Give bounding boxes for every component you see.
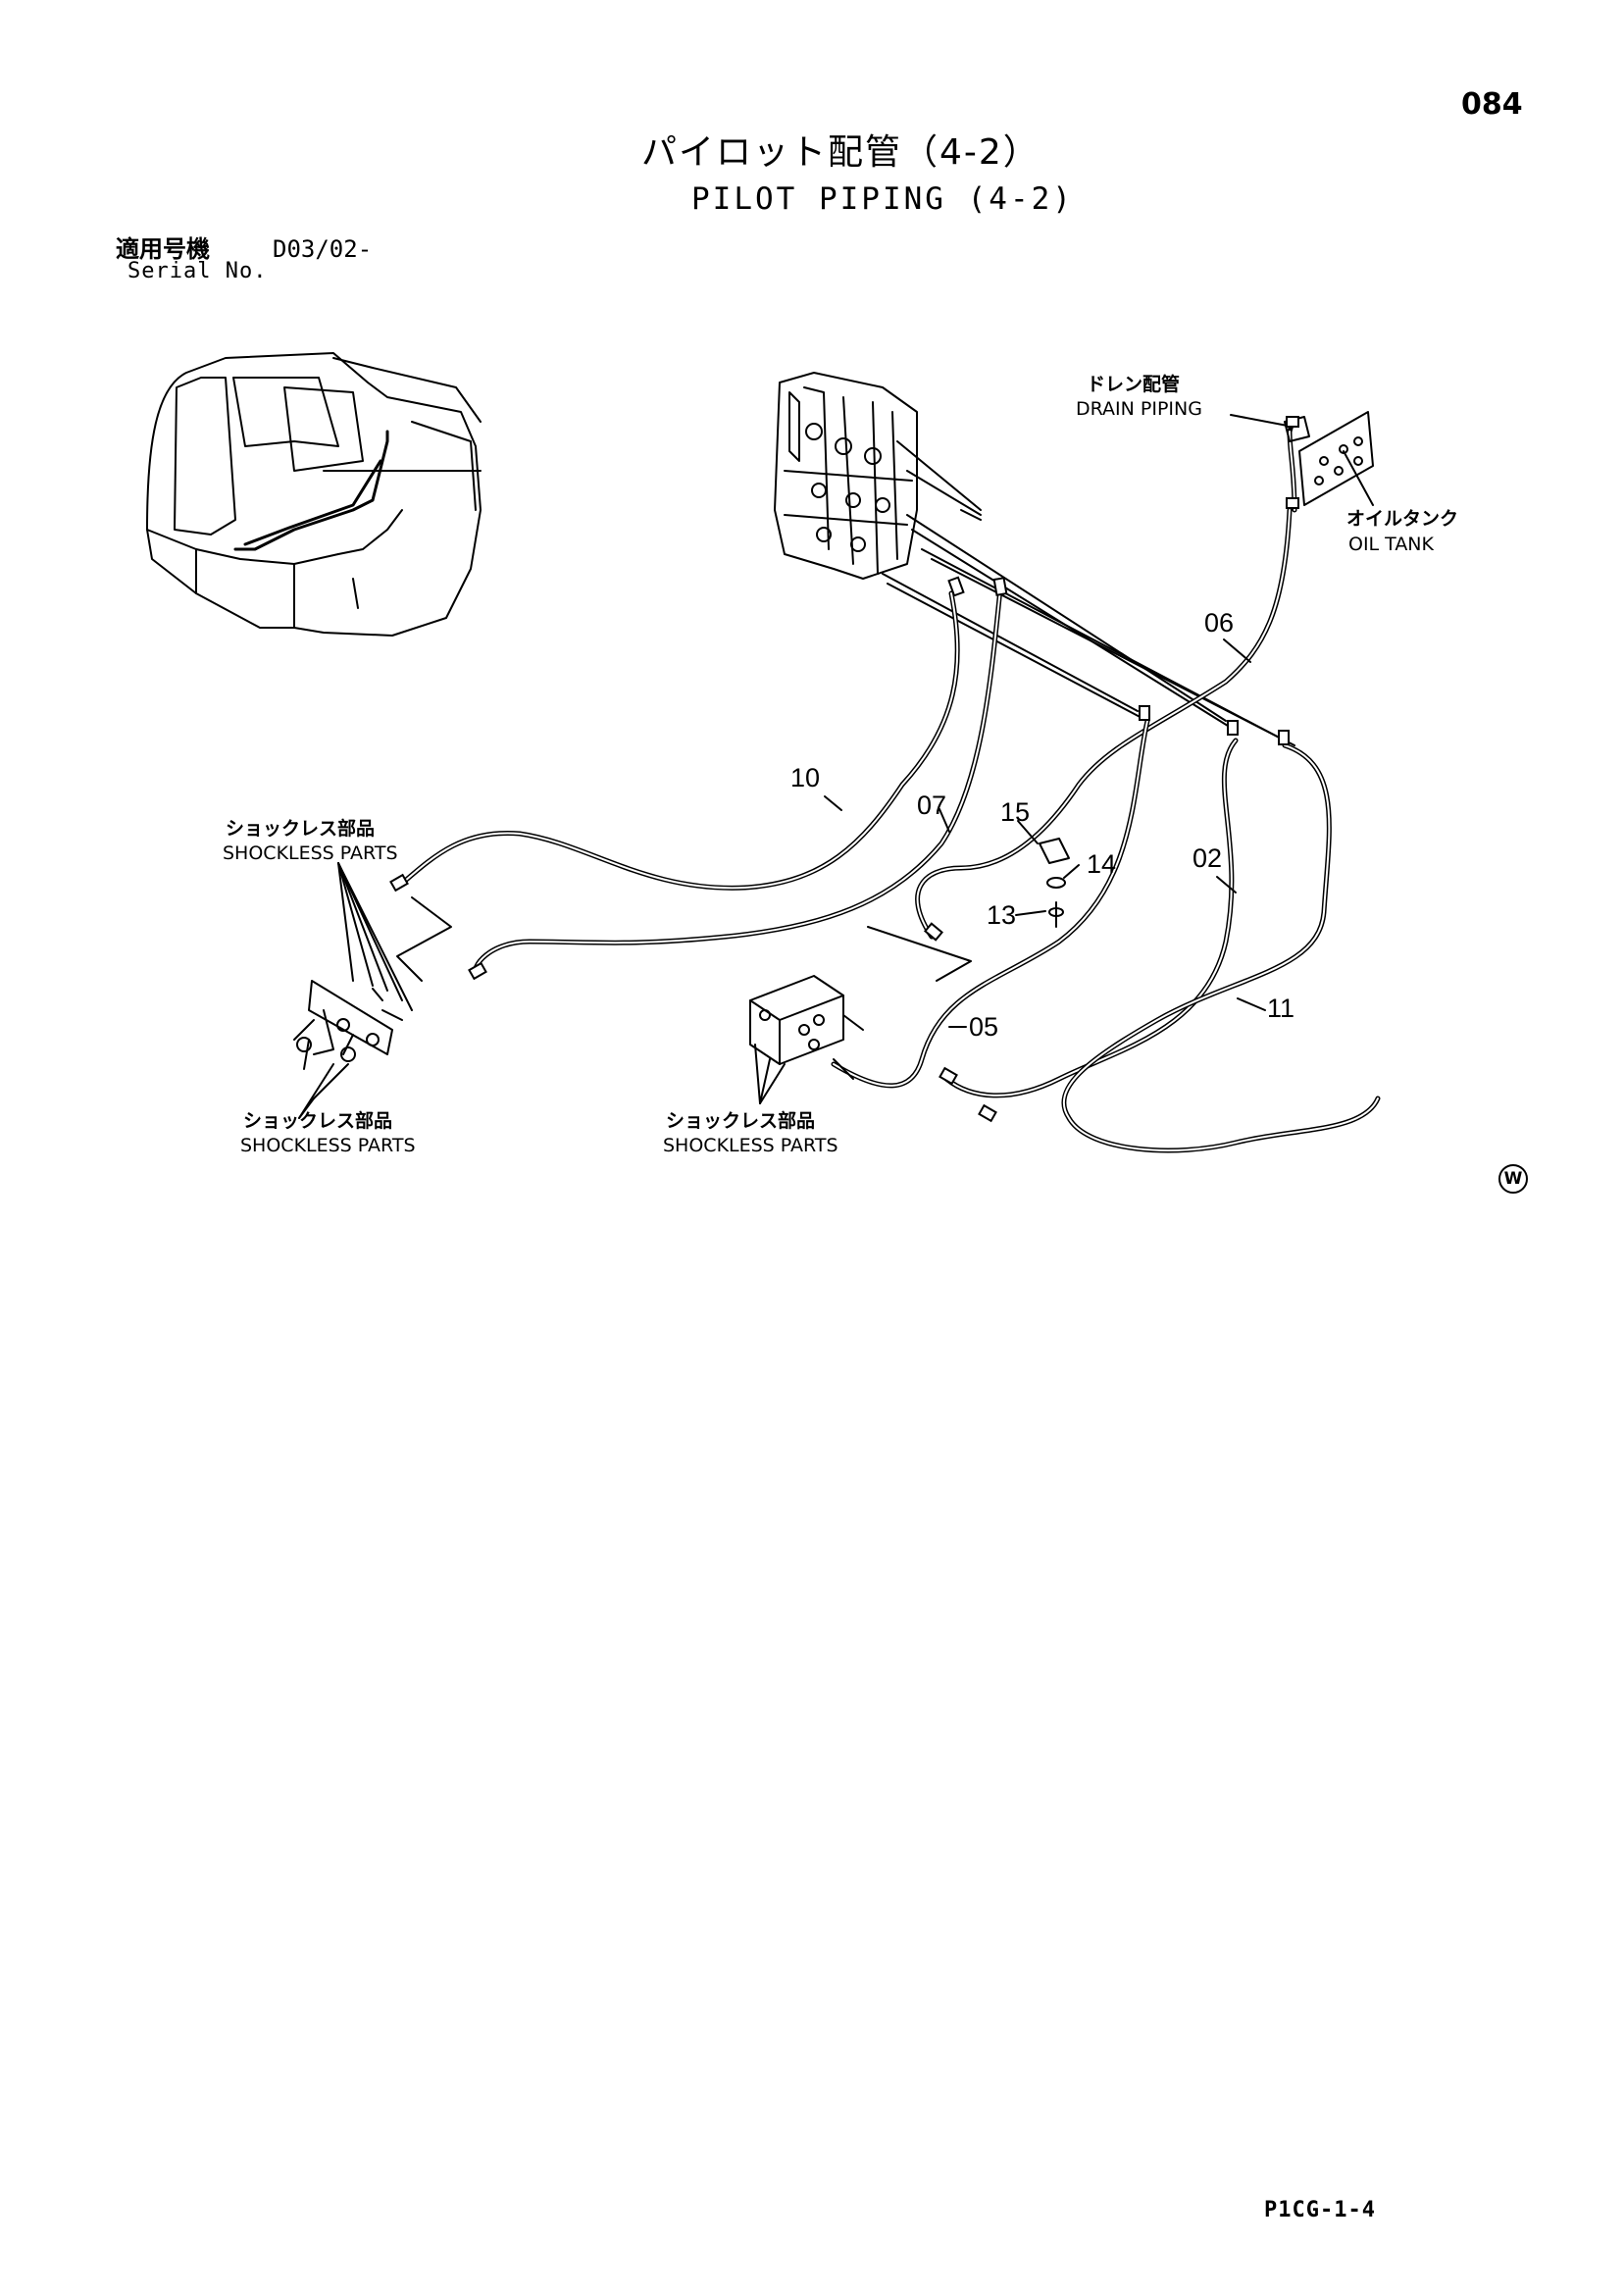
serial-value: D03/02- <box>273 235 373 263</box>
steel-pipes <box>882 509 1295 746</box>
shockless-label-right-en: SHOCKLESS PARTS <box>663 1135 838 1156</box>
w-mark-icon: W <box>1498 1164 1528 1194</box>
clamp-parts <box>1039 838 1070 928</box>
page-title-en: PILOT PIPING (4-2) <box>691 181 1074 217</box>
control-valve-block <box>774 372 982 580</box>
drain-piping-label-en: DRAIN PIPING <box>1076 398 1202 420</box>
shockless-block-right <box>749 975 864 1080</box>
callout-10: 10 <box>790 763 821 792</box>
shockless-label-left-en: SHOCKLESS PARTS <box>240 1135 416 1156</box>
hose-10 <box>394 590 960 891</box>
page-title-jp: パイロット配管（4-2） <box>641 132 1040 173</box>
shockless-label-right-jp: ショックレス部品 <box>666 1110 816 1132</box>
callout-13: 13 <box>987 900 1017 930</box>
oil-tank-label-en: OIL TANK <box>1348 534 1434 555</box>
oil-tank-label-jp: オイルタンク <box>1346 508 1459 530</box>
serial-label-jp: 適用号機 <box>116 235 210 263</box>
shockless-block-left <box>293 980 403 1070</box>
shockless-label-top-en: SHOCKLESS PARTS <box>223 842 398 864</box>
page-number: 084 <box>1461 87 1523 122</box>
hose-11 <box>1061 742 1381 1153</box>
callout-14: 14 <box>1087 849 1117 879</box>
excavator-cab-illustration <box>146 352 482 637</box>
shockless-label-left-jp: ショックレス部品 <box>243 1110 393 1132</box>
callout-11: 11 <box>1267 994 1295 1023</box>
callout-06: 06 <box>1204 608 1235 638</box>
footer-code: P1CG-1-4 <box>1264 2198 1376 2222</box>
drain-piping-label-jp: ドレン配管 <box>1087 374 1181 395</box>
callout-07: 07 <box>917 791 947 820</box>
serial-label-en: Serial No. <box>127 259 268 283</box>
callout-15: 15 <box>1000 797 1031 827</box>
callout-02: 02 <box>1193 843 1223 873</box>
shockless-label-top-jp: ショックレス部品 <box>226 818 376 840</box>
callout-05: 05 <box>969 1012 999 1042</box>
